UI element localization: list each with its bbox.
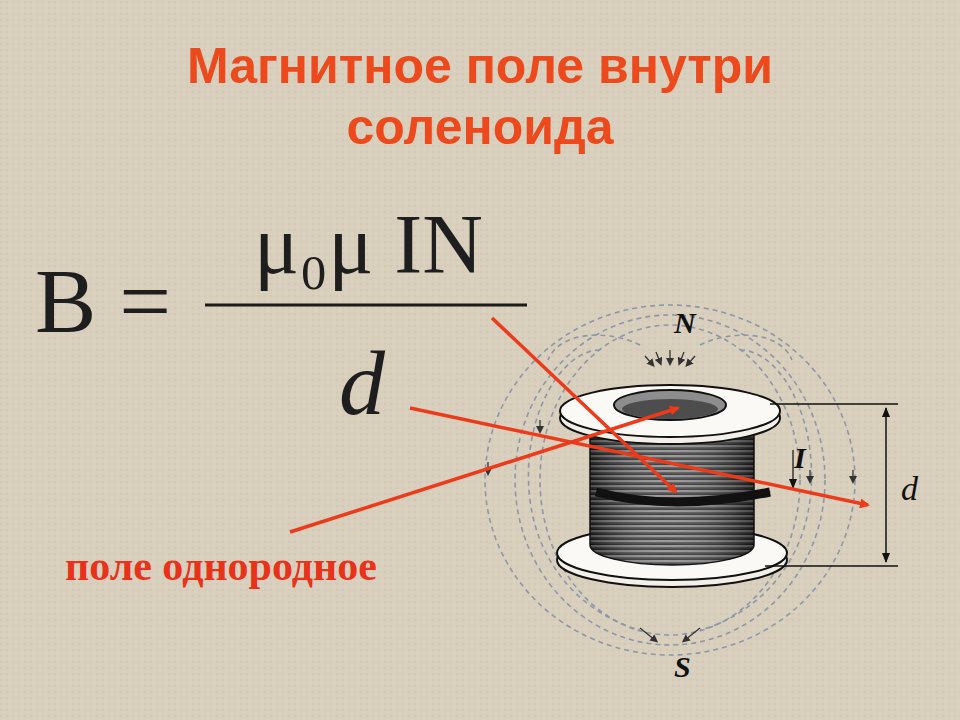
- pole-label: N: [674, 306, 696, 340]
- dimension-label: d: [901, 470, 918, 508]
- slide-title: Магнитное поле внутри соленоида: [140, 36, 820, 158]
- formula-denominator: d: [339, 330, 385, 436]
- annotation: поле однородное: [65, 542, 377, 590]
- formula-lhs: B =: [35, 248, 171, 354]
- current-label: I: [794, 441, 806, 475]
- formula-numerator: μ₀μ IN: [254, 196, 483, 293]
- pole-label: S: [674, 650, 691, 684]
